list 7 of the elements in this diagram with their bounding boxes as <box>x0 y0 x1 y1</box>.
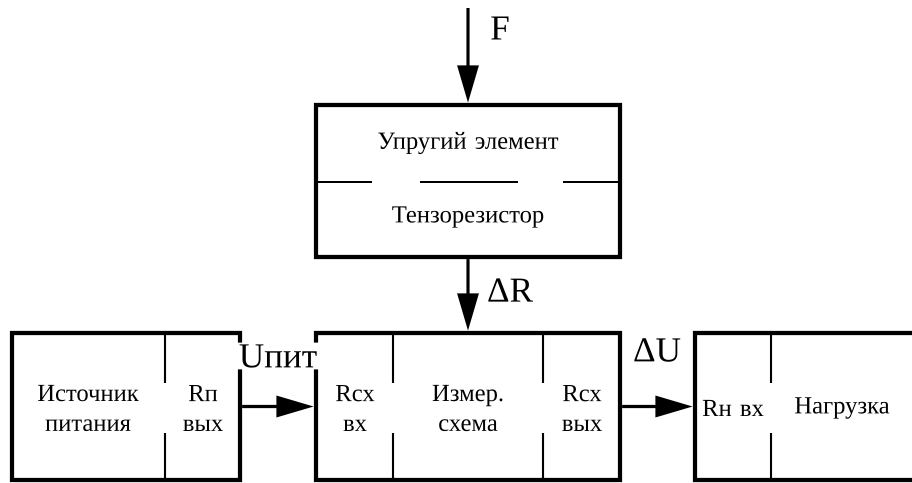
block-box: Упругий элемент Тензорезистор <box>314 102 622 260</box>
edge-label: ΔU <box>631 336 683 364</box>
block-box: Источник питания Rп вых <box>10 330 242 482</box>
edge-label: ΔR <box>485 276 535 304</box>
block-box: Rн вх Нагрузка <box>692 330 912 482</box>
edge-label: Uпит <box>237 342 319 370</box>
edge-label: F <box>488 14 512 42</box>
